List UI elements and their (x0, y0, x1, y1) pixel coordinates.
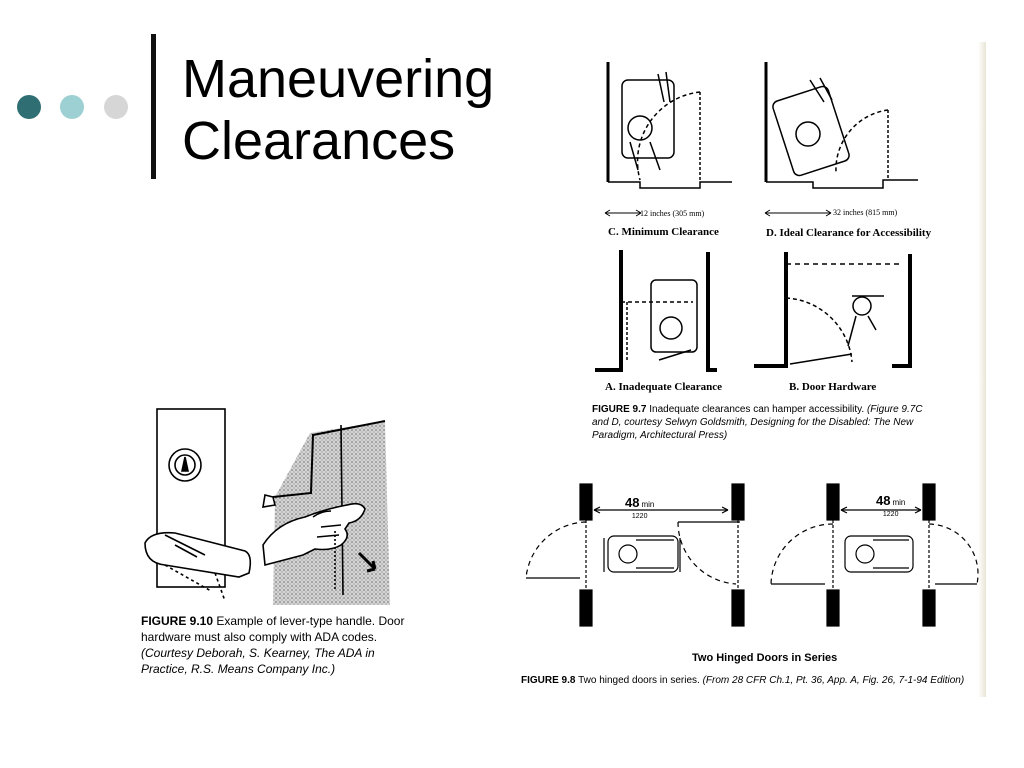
figure-9-8-caption-credit: (From 28 CFR Ch.1, Pt. 36, App. A, Fig. … (702, 675, 965, 686)
panel-d-label: D. Ideal Clearance for Accessibility (766, 227, 932, 239)
slide-title-line-2: Clearances (182, 111, 456, 171)
scan-page-edge (978, 42, 986, 697)
figure-9-10-caption-credit: (Courtesy Deborah, S. Kearney, The ADA i… (141, 646, 375, 676)
hinged-doors-plan-right (770, 483, 979, 627)
figure-9-10-caption: FIGURE 9.10 Example of lever-type handle… (141, 613, 413, 677)
panel-d-dimension-label: 32 inches (815 mm) (833, 208, 898, 217)
slide-title-line-1: Maneuvering (182, 49, 495, 109)
panel-c-label: C. Minimum Clearance (608, 226, 719, 238)
dimension-left-value: 48 (625, 495, 640, 510)
bullet-dot-gray (104, 95, 128, 119)
figure-9-8-caption-text: Two hinged doors in series. (578, 675, 700, 686)
panel-a-illustration (595, 250, 717, 372)
dimension-left-unit: min (641, 500, 655, 509)
figure-9-8-caption: FIGURE 9.8 Two hinged doors in series. (… (521, 675, 964, 686)
figure-9-7-caption-credit: (Figure 9.7C and D, courtesy Selwyn Gold… (592, 404, 923, 441)
panel-c-dimension-label: 12 inches (305 mm) (640, 209, 705, 218)
figure-9-7-caption-number: FIGURE 9.7 (592, 404, 647, 415)
dimension-right-mm: 1220 (882, 511, 899, 518)
panel-d-dimension (764, 209, 832, 217)
figure-9-8-caption-number: FIGURE 9.8 (521, 675, 576, 686)
figure-9-7-caption-text: Inadequate clearances can hamper accessi… (649, 404, 865, 415)
bullet-dot-light (60, 95, 84, 119)
figure-9-8-title: Two Hinged Doors in Series (692, 652, 838, 664)
panel-b-label: B. Door Hardware (789, 381, 877, 393)
panel-c-dimension (604, 209, 642, 217)
slide-title: Maneuvering Clearances (182, 48, 494, 172)
panel-b-illustration (754, 252, 912, 368)
figure-9-7-caption: FIGURE 9.7 Inadequate clearances can ham… (592, 403, 937, 442)
dimension-right-unit: min (892, 498, 906, 507)
figure-9-10-caption-number: FIGURE 9.10 (141, 614, 214, 628)
dimension-right-value: 48 (876, 493, 891, 508)
panel-d-illustration (764, 62, 918, 189)
panel-a-label: A. Inadequate Clearance (605, 381, 723, 393)
title-accent-bar (151, 34, 156, 179)
panel-c-illustration (606, 62, 732, 189)
hinged-doors-plan-left (525, 483, 745, 627)
bullet-dot-dark (17, 95, 41, 119)
lever-handle-illustration (144, 408, 390, 605)
dimension-left-mm: 1220 (631, 513, 648, 520)
figure-9-10-caption-text: Example of lever-type handle. Door hardw… (141, 614, 405, 644)
